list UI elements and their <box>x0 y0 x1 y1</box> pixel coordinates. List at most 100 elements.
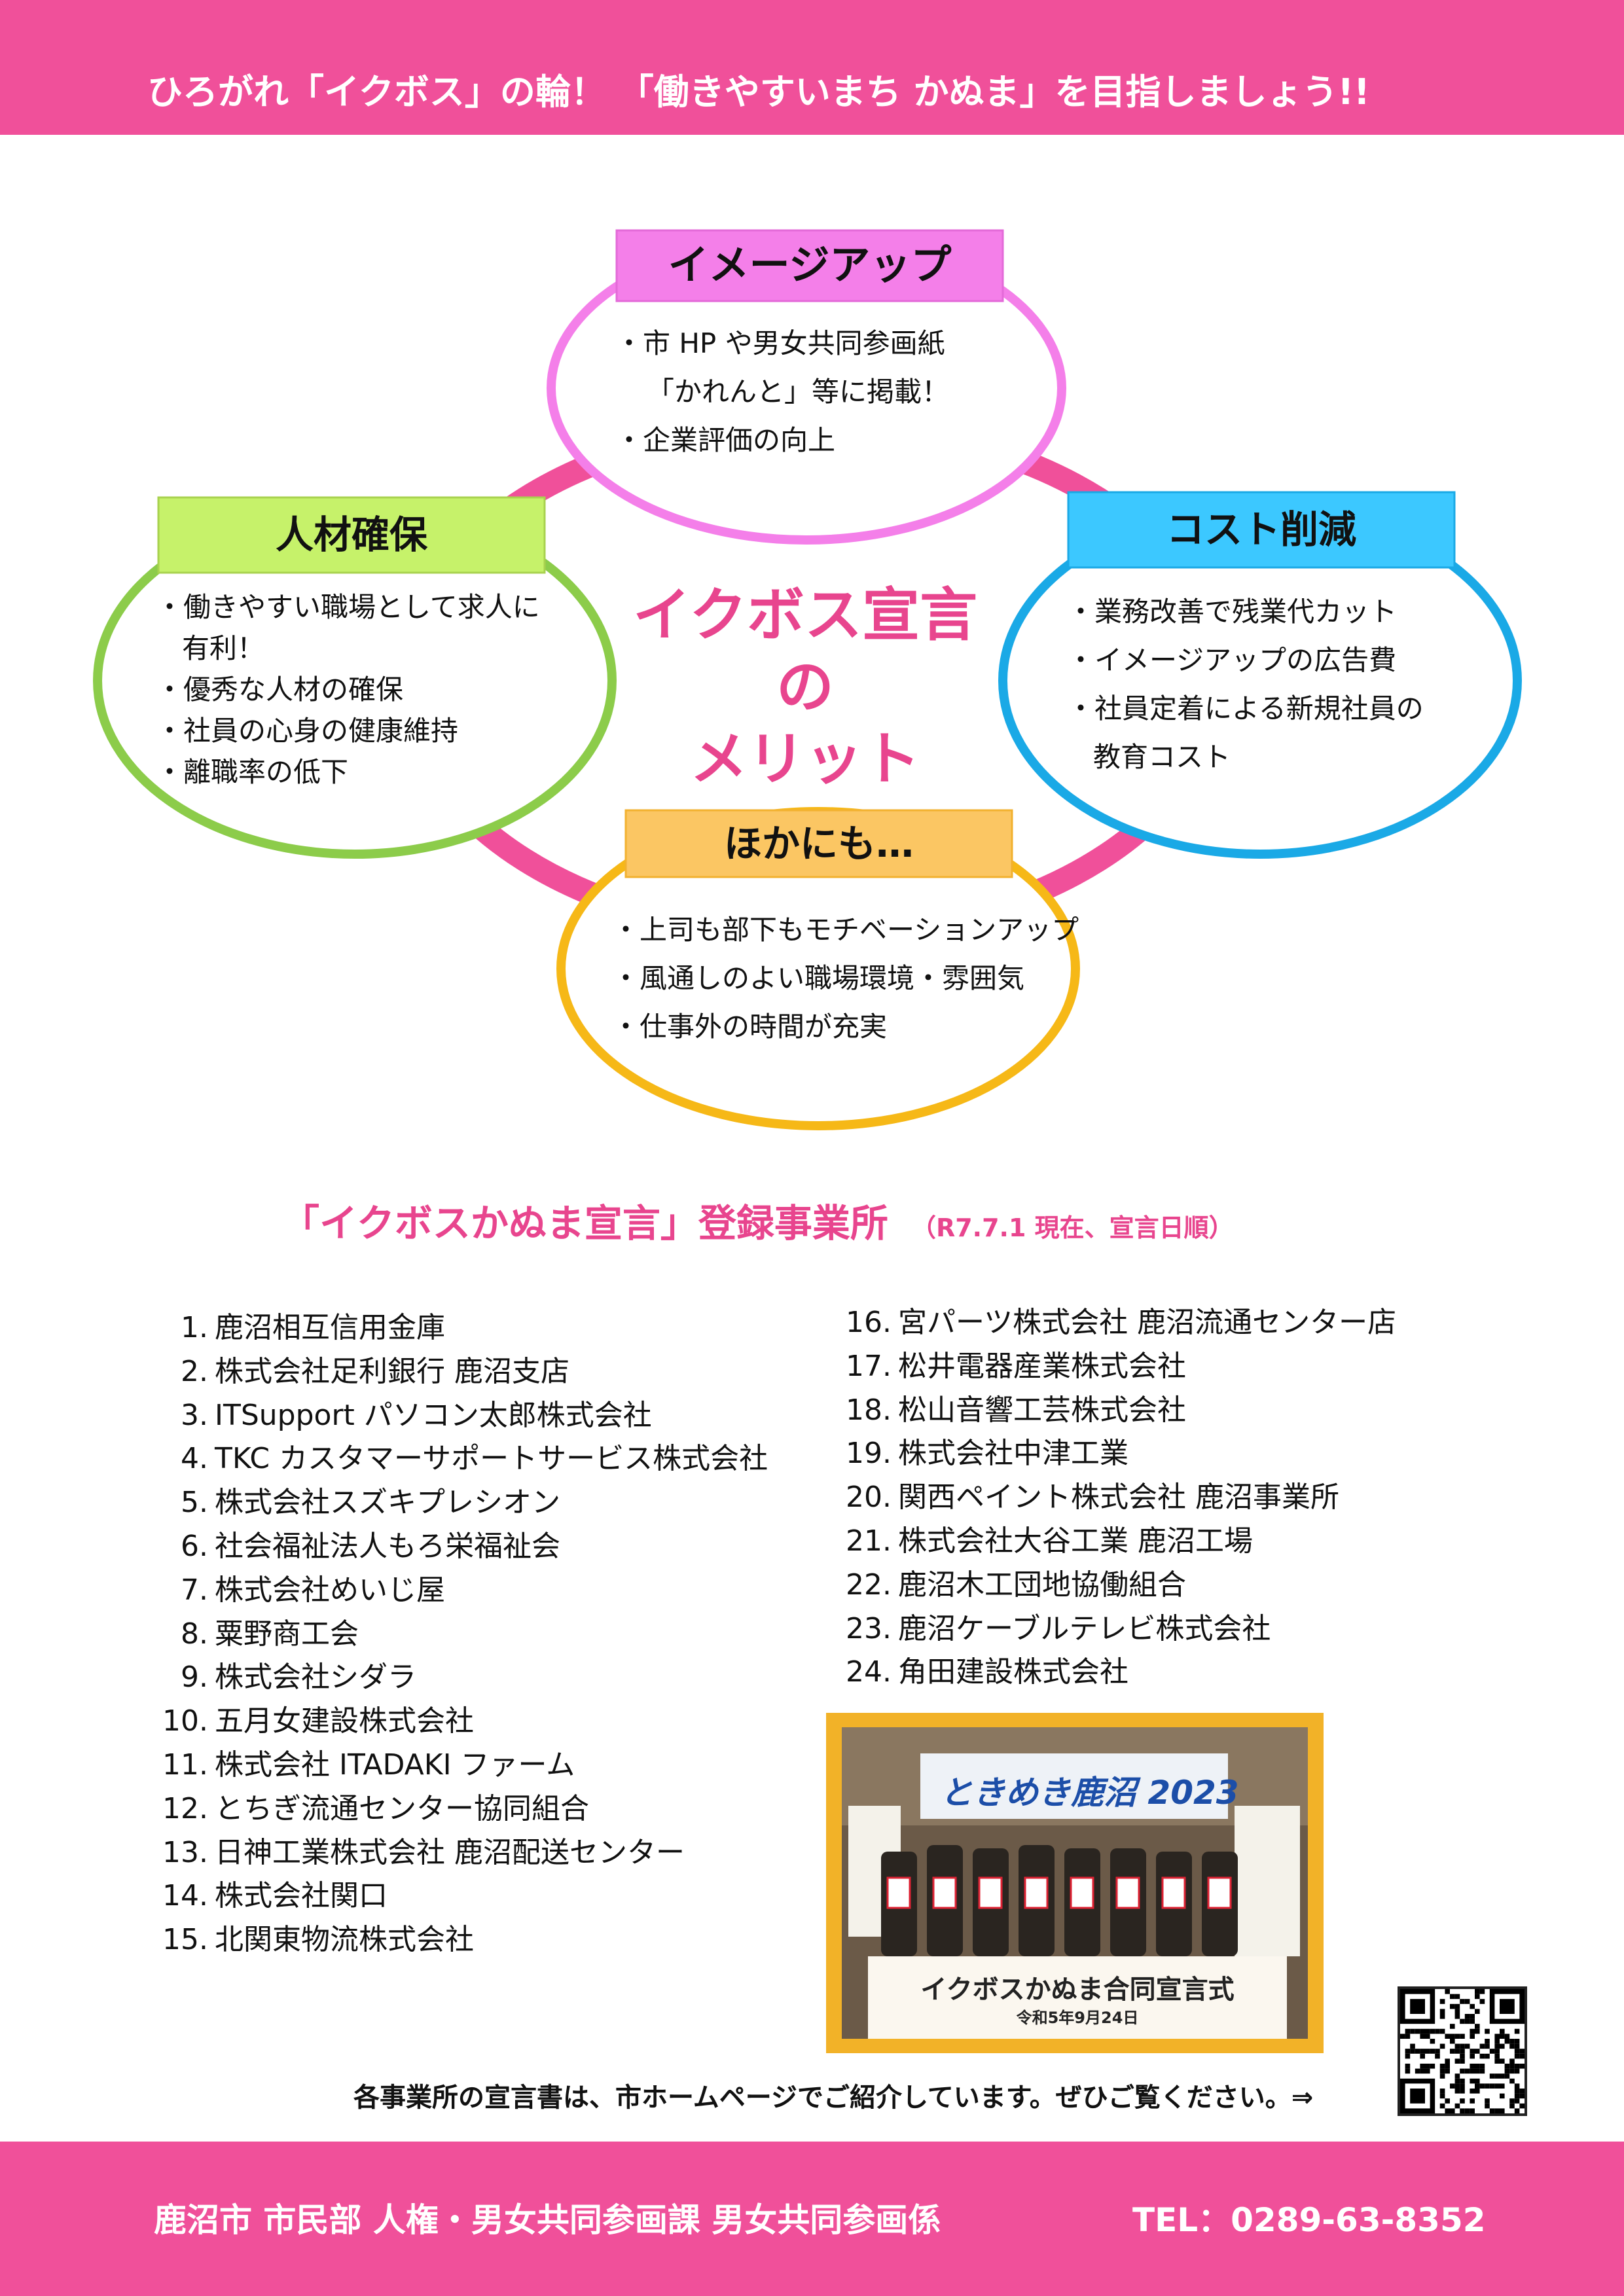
registry-item-name: 松山音響工芸株式会社 <box>898 1393 1186 1427</box>
registry-item-number: 11. <box>162 1748 208 1782</box>
photo-date: 令和5年9月24日 <box>1016 2009 1139 2027</box>
registry-item-number: 9. <box>181 1660 208 1695</box>
footer-band: 鹿沼市 市民部 人権・男女共同参画課 男女共同参画係 TEL：0289-63-8… <box>0 2142 1624 2296</box>
talent-title: 人材確保 <box>275 512 427 557</box>
registry-item: 21.株式会社大谷工業 鹿沼工場 <box>826 1520 1396 1564</box>
image-point: ・企業評価の向上 <box>615 424 836 456</box>
registry-item: 9.株式会社シダラ <box>131 1656 768 1700</box>
registry-item-number: 23. <box>846 1611 892 1645</box>
other-tab <box>624 809 1013 878</box>
talent-tab <box>157 496 546 574</box>
registry-item: 11.株式会社 ITADAKI ファーム <box>131 1744 768 1787</box>
registry-item-name: 株式会社シダラ <box>215 1660 416 1695</box>
registry-item-number: 17. <box>846 1349 892 1383</box>
image-tab <box>615 229 1004 302</box>
registry-item-number: 5. <box>181 1486 208 1520</box>
registry-item-name: 鹿沼相互信用金庫 <box>215 1311 445 1344</box>
registry-item-number: 8. <box>181 1617 208 1651</box>
ceremony-photo: ときめき鹿沼 2023 イクボスかぬま合同宣言式 令和5年9月24日 <box>842 1727 1308 2039</box>
registry-item-name: 松井電器産業株式会社 <box>898 1349 1186 1383</box>
registry-item: 4.TKC カスタマーサポートサービス株式会社 <box>131 1437 768 1481</box>
registry-item: 1.鹿沼相互信用金庫 <box>131 1306 768 1350</box>
registry-item: 14.株式会社関口 <box>131 1874 768 1918</box>
photo-sign: イクボスかぬま合同宣言式 <box>920 1975 1235 2005</box>
registry-item-name: 株式会社 ITADAKI ファーム <box>215 1748 575 1782</box>
registry-item-number: 19. <box>846 1437 892 1471</box>
registry-item: 20.関西ペイント株式会社 鹿沼事業所 <box>826 1476 1396 1520</box>
registry-item: 15.北関東物流株式会社 <box>131 1918 768 1962</box>
registry-item: 10.五月女建設株式会社 <box>131 1700 768 1744</box>
registry-item: 12.とちぎ流通センター協同組合 <box>131 1787 768 1831</box>
registry-item: 8.粟野商工会 <box>131 1613 768 1657</box>
other-title: ほかにも… <box>723 821 914 866</box>
cost-point: ・業務改善で残業代カット <box>1067 596 1398 628</box>
other-points: ・上司も部下もモチベーションアップ ・風通しのよい職場環境・雰囲気 ・仕事外の時… <box>612 906 1079 1051</box>
center-title-line: イクボス宣言 <box>632 581 978 649</box>
center-title-line: メリット <box>689 725 920 793</box>
registry-item: 5.株式会社スズキプレシオン <box>131 1481 768 1525</box>
registry-item-name: 五月女建設株式会社 <box>215 1704 474 1738</box>
registry-item-name: とちぎ流通センター協同組合 <box>215 1791 589 1825</box>
photo-banner: ときめき鹿沼 2023 <box>940 1774 1239 1812</box>
talent-point: ・働きやすい職場として求人に <box>156 591 540 623</box>
registry-item-number: 10. <box>162 1704 208 1738</box>
registry-item-name: 株式会社めいじ屋 <box>215 1573 445 1607</box>
registry-heading: 「イクボスかぬま宣言」登録事業所 （R7.7.1 現在、宣言日順） <box>281 1193 1234 1247</box>
image-title: イメージアップ <box>668 241 952 289</box>
registry-item: 6.社会福祉法人もろ栄福祉会 <box>131 1525 768 1569</box>
cost-points: ・業務改善で残業代カット ・イメージアップの広告費 ・社員定着による新規社員の … <box>1067 588 1424 781</box>
registry-item-number: 7. <box>181 1573 208 1607</box>
registry-item: 7.株式会社めいじ屋 <box>131 1569 768 1613</box>
merit-diagram <box>93 229 1522 1130</box>
registry-item-name: 株式会社中津工業 <box>898 1437 1128 1471</box>
registry-item: 24.角田建設株式会社 <box>826 1651 1396 1695</box>
image-point: 「かれんと」等に掲載！ <box>647 376 950 408</box>
registry-item-number: 22. <box>846 1568 892 1602</box>
registry-item: 19.株式会社中津工業 <box>826 1432 1396 1476</box>
header-band: ひろがれ「イクボス」の輪！ 「働きやすいまち かぬま」を目指しましょう!! <box>0 0 1624 135</box>
cost-point: ・社員定着による新規社員の <box>1067 692 1424 725</box>
registry-title: 「イクボスかぬま宣言」登録事業所 <box>281 1201 888 1246</box>
qr-code[interactable] <box>1398 1986 1527 2116</box>
registry-item: 2.株式会社足利銀行 鹿沼支店 <box>131 1350 768 1394</box>
registry-item-name: 角田建設株式会社 <box>898 1655 1128 1689</box>
cost-title: コスト削減 <box>1166 507 1356 552</box>
registry-item-name: 株式会社スズキプレシオン <box>215 1486 560 1520</box>
cost-tab <box>1067 491 1456 569</box>
registry-item-name: 鹿沼ケーブルテレビ株式会社 <box>898 1611 1271 1645</box>
registry-item-number: 4. <box>181 1442 208 1476</box>
registry-item: 22.鹿沼木工団地協働組合 <box>826 1564 1396 1607</box>
registry-item: 18.松山音響工芸株式会社 <box>826 1389 1396 1433</box>
registry-item-name: 株式会社関口 <box>215 1879 388 1913</box>
registry-item-number: 3. <box>181 1398 208 1432</box>
cost-point: 教育コスト <box>1093 741 1231 773</box>
registry-item-number: 21. <box>846 1524 892 1558</box>
talent-point: 有利！ <box>182 632 265 664</box>
registry-item-number: 18. <box>846 1393 892 1427</box>
qr-code-pattern <box>1400 1989 1525 2113</box>
other-point: ・上司も部下もモチベーションアップ <box>612 914 1079 946</box>
registry-item: 16.宮パーツ株式会社 鹿沼流通センター店 <box>826 1301 1396 1345</box>
registry-item-number: 20. <box>846 1480 892 1515</box>
registry-item-name: 鹿沼木工団地協働組合 <box>898 1568 1186 1602</box>
talent-point: ・社員の心身の健康維持 <box>156 715 459 747</box>
talent-point: ・優秀な人材の確保 <box>156 673 404 706</box>
merit-center-title: イクボス宣言 の メリット <box>589 579 1021 795</box>
registry-item-number: 15. <box>162 1923 208 1957</box>
image-points: ・市 HP や男女共同参画紙 「かれんと」等に掲載！ ・企業評価の向上 <box>615 319 949 465</box>
talent-points: ・働きやすい職場として求人に 有利！ ・優秀な人材の確保 ・社員の心身の健康維持… <box>156 586 540 793</box>
header-banner: ひろがれ「イクボス」の輪！ 「働きやすいまち かぬま」を目指しましょう!! <box>147 71 1370 113</box>
registry-item: 17.松井電器産業株式会社 <box>826 1345 1396 1389</box>
registry-item-number: 1. <box>181 1311 208 1344</box>
registry-item-number: 13. <box>162 1835 208 1869</box>
registry-item-name: 粟野商工会 <box>215 1617 359 1651</box>
image-point: ・市 HP や男女共同参画紙 <box>615 327 945 359</box>
registry-item-name: TKC カスタマーサポートサービス株式会社 <box>215 1442 768 1476</box>
registry-item: 13.日神工業株式会社 鹿沼配送センター <box>131 1831 768 1875</box>
registry-item-name: 株式会社足利銀行 鹿沼支店 <box>215 1354 569 1388</box>
registry-item: 23.鹿沼ケーブルテレビ株式会社 <box>826 1607 1396 1651</box>
registry-item-name: 関西ペイント株式会社 鹿沼事業所 <box>898 1480 1339 1515</box>
registry-item-number: 6. <box>181 1529 208 1563</box>
